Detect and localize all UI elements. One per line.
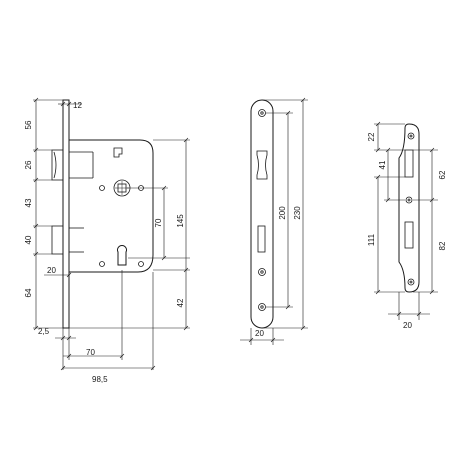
- dim-cylinder-to-bottom: 42: [176, 298, 185, 307]
- dim-total-depth: 98,5: [92, 375, 108, 384]
- lock-body-drawing: 56 26 43 40 64 12 20: [24, 97, 190, 384]
- dim-plate-thickness: 2,5: [38, 327, 50, 336]
- lock-case: [68, 139, 154, 273]
- dim-strike-top-offset: 22: [367, 132, 376, 141]
- dim-faceplate-width: 20: [255, 329, 264, 338]
- dim-top-section: 56: [24, 120, 33, 129]
- dim-bottom-section: 64: [24, 288, 33, 297]
- faceplate-bolt-opening: [257, 225, 266, 253]
- faceplate-top-screw: [258, 109, 266, 117]
- dim-faceplate-thickness: 12: [73, 101, 82, 110]
- dim-follower-to-cylinder: 40: [24, 235, 33, 244]
- dim-bolt-depth: 20: [47, 266, 56, 275]
- strike-bottom-screw: [407, 278, 415, 286]
- dim-backset: 70: [86, 348, 95, 357]
- faceplate-outline: [250, 99, 274, 329]
- faceplate-latch-opening: [256, 150, 268, 180]
- faceplate-drawing: 200 230 20: [240, 97, 308, 345]
- dim-follower-to-cylinder-center: 70: [154, 218, 163, 227]
- faceplate-strip: [62, 99, 70, 329]
- strike-middle-screw: [405, 196, 413, 204]
- dim-body-height: 145: [176, 214, 185, 228]
- cylinder-hole: [117, 245, 127, 266]
- strike-plate-outline: [398, 123, 420, 293]
- dim-strike-plate-width: 20: [403, 321, 412, 330]
- dim-strike-latch-opening: 41: [378, 160, 387, 169]
- dim-latch-section: 26: [24, 160, 33, 169]
- dim-strike-lower-section: 111: [367, 233, 376, 246]
- screw-hole-left: [99, 185, 105, 191]
- latch-bolt: [51, 149, 94, 181]
- case-notch: [113, 147, 123, 158]
- faceplate-bottom-screw: [258, 303, 266, 311]
- dim-screw-spacing: 200: [278, 206, 287, 220]
- faceplate-cylinder-hole: [258, 268, 266, 276]
- strike-top-screw: [407, 132, 415, 140]
- strike-bolt-opening: [404, 221, 414, 249]
- cylinder-screw-right: [138, 261, 144, 267]
- dead-bolt: [51, 225, 84, 255]
- strike-latch-opening: [404, 149, 414, 178]
- cylinder-screw-left: [99, 261, 105, 267]
- strike-plate-drawing: 22 41 62 111 82 20: [367, 121, 447, 330]
- dim-strike-bolt-opening: 82: [438, 241, 447, 250]
- dim-latch-to-follower: 43: [24, 198, 33, 207]
- dim-strike-to-bolt-hole: 62: [438, 170, 447, 179]
- dim-plate-length: 230: [293, 206, 302, 220]
